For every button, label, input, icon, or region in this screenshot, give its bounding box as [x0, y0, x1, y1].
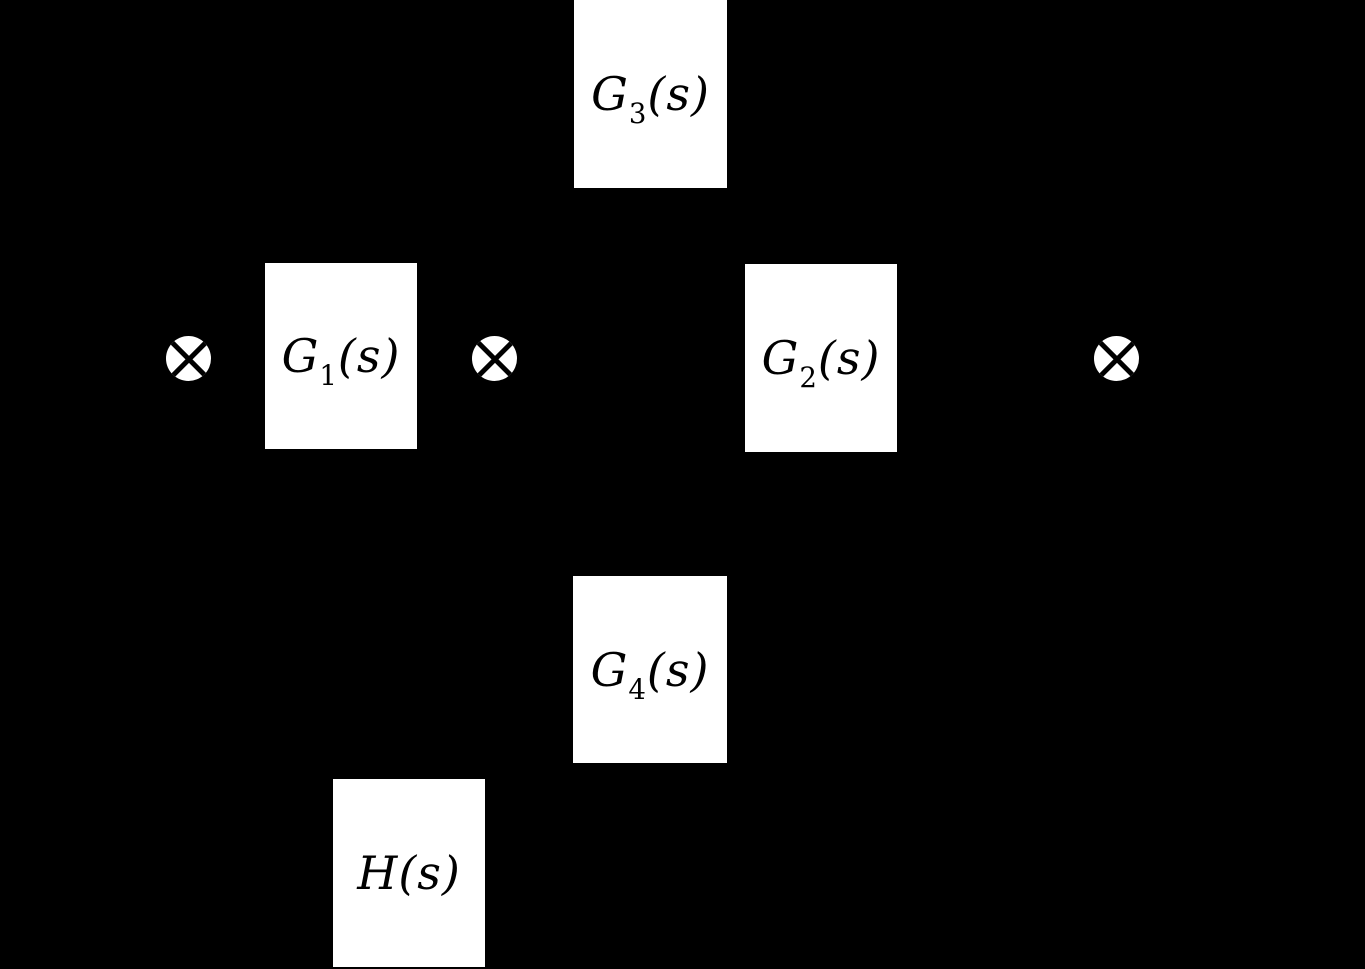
- block-g2-label-suffix: (s): [817, 331, 881, 385]
- block-g4-label-sub: 4: [628, 672, 647, 706]
- block-g4-label-suffix: (s): [646, 642, 710, 697]
- block-g2-label: G2(s): [761, 331, 881, 392]
- block-h-label-base: H: [357, 846, 399, 900]
- block-g2: G2(s): [745, 264, 897, 452]
- block-g4-label: G4(s): [590, 642, 710, 704]
- summing-junction-left-icon: [166, 336, 211, 381]
- block-g4: G4(s): [573, 576, 727, 763]
- block-g1-label-sub: 1: [319, 359, 338, 393]
- block-h: H(s): [333, 779, 485, 967]
- block-g1-label-suffix: (s): [337, 329, 401, 383]
- block-g3-label-suffix: (s): [647, 67, 710, 121]
- block-g3: G3(s): [574, 0, 727, 188]
- block-g4-label-base: G: [590, 642, 629, 697]
- block-h-label: H(s): [357, 846, 461, 900]
- block-g3-label-base: G: [591, 67, 629, 121]
- block-g2-label-sub: 2: [799, 361, 818, 395]
- block-g3-label-sub: 3: [628, 97, 648, 131]
- summing-junction-right-icon: [1094, 336, 1139, 381]
- block-g3-label: G3(s): [591, 67, 710, 128]
- block-g1: G1(s): [265, 263, 417, 449]
- block-g1-label-base: G: [281, 329, 320, 383]
- block-g1-label: G1(s): [281, 329, 401, 390]
- summing-junction-middle-icon: [472, 336, 517, 381]
- block-h-label-suffix: (s): [398, 846, 461, 900]
- block-g2-label-base: G: [761, 331, 800, 385]
